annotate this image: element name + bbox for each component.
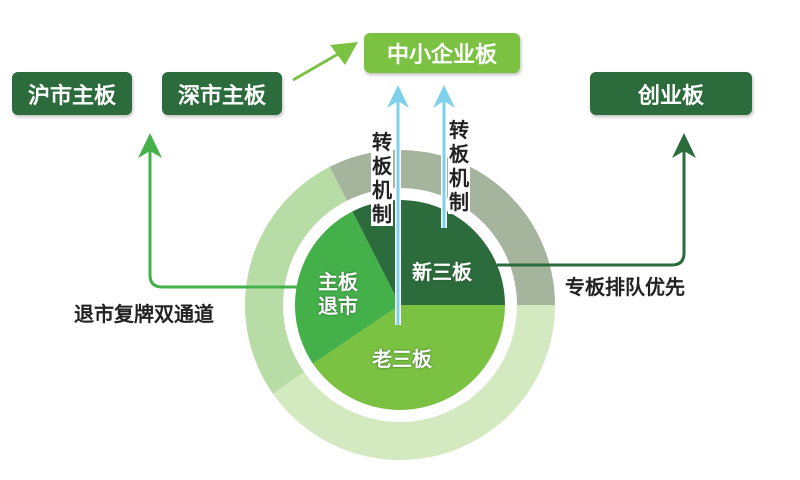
sme-board-box: 中小企业板	[364, 33, 520, 73]
priority-connector	[497, 150, 686, 267]
chinext-box: 创业板	[590, 72, 752, 115]
delist-relist-label: 退市复牌双通道	[74, 302, 214, 326]
ring-segment-pale	[273, 305, 555, 460]
arrowhead-up-icon	[138, 133, 162, 158]
main-board-delisted-label: 主板退市	[318, 270, 358, 318]
transfer-arrow-left	[387, 85, 409, 325]
new-third-board-label: 新三板	[412, 260, 472, 284]
pie-slice-main-delisted	[295, 211, 400, 364]
pie-slice-old-third-board	[312, 305, 505, 410]
arrowhead-up-icon	[672, 133, 696, 158]
upgrade-arrow	[292, 48, 346, 82]
shanghai-main-board-box: 沪市主板	[12, 72, 132, 115]
shenzhen-main-board-box: 深市主板	[162, 72, 282, 115]
pie-slice-new-third-board	[352, 200, 505, 305]
old-third-board-label: 老三板	[372, 347, 432, 371]
priority-queue-label: 专板排队优先	[565, 275, 685, 299]
transfer-mechanism-label-right: 转板机制	[448, 118, 470, 214]
transfer-arrow-right	[433, 85, 455, 228]
ring-segment-light	[244, 166, 347, 394]
transfer-mechanism-label-left: 转板机制	[371, 130, 393, 226]
arrowhead-icon	[330, 42, 358, 65]
delist-relist-connector	[148, 150, 297, 289]
